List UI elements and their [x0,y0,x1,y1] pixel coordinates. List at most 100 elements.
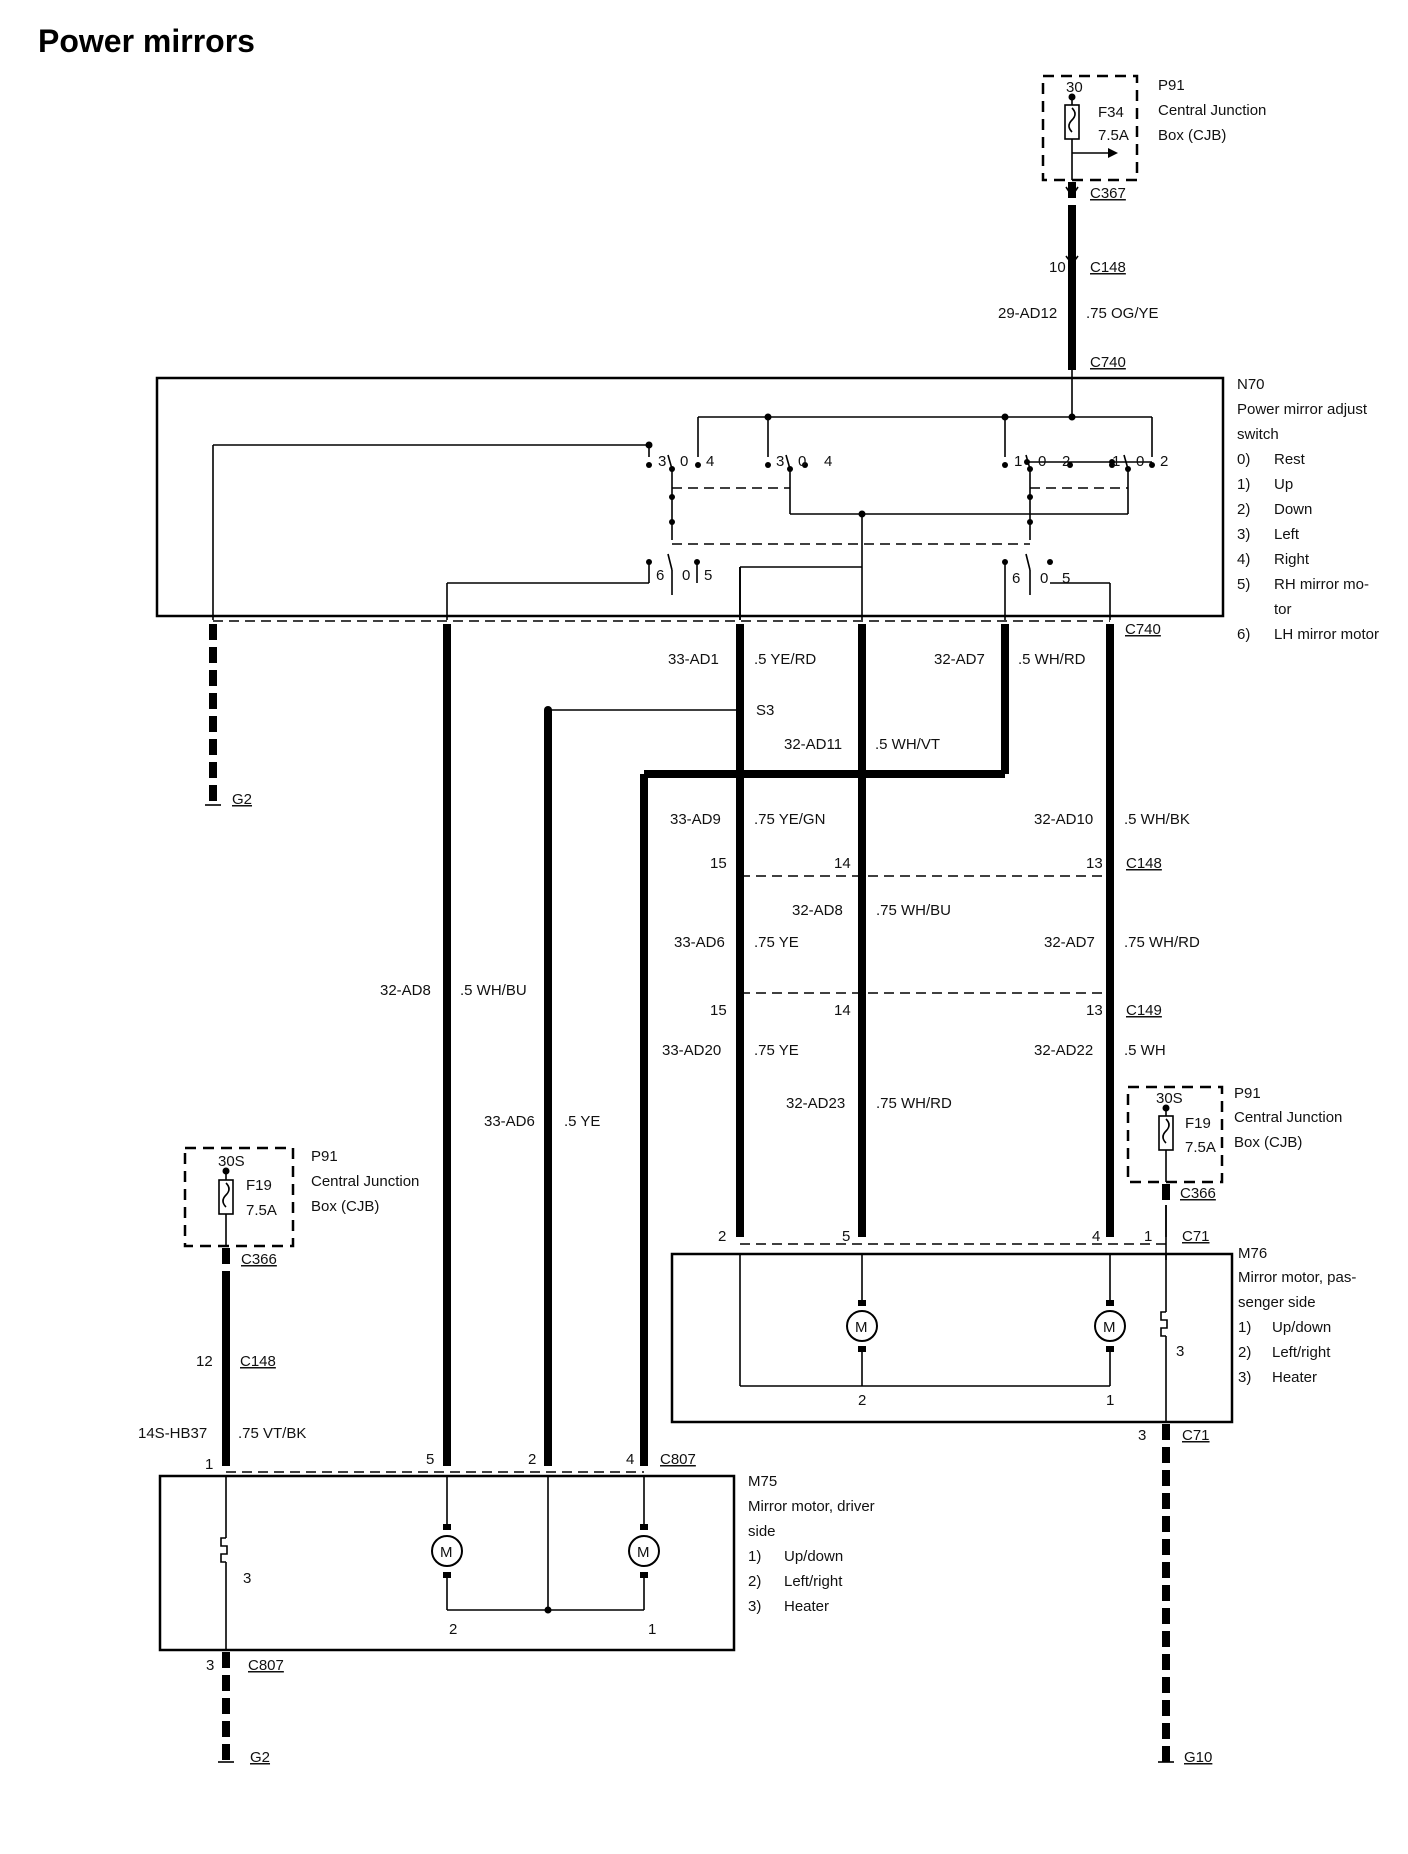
svg-text:3: 3 [658,453,666,470]
fuse-box-left: 30S F19 7.5A P91 Central Junction Box (C… [183,1146,419,1248]
svg-text:1: 1 [1014,453,1022,470]
w13-color: .5 YE [564,1113,600,1130]
w8-circuit: 32-AD7 [1044,934,1095,951]
svg-text:6: 6 [656,567,664,584]
svg-text:5: 5 [426,1451,434,1468]
svg-text:2): 2) [748,1573,761,1590]
w8-color: .75 WH/RD [1124,934,1200,951]
svg-text:Left: Left [1274,526,1300,543]
svg-text:13: 13 [1086,855,1103,872]
page-title: Power mirrors [38,23,255,59]
svg-text:2: 2 [1062,453,1070,470]
svg-text:3): 3) [1238,1369,1251,1386]
w12-circuit: 32-AD8 [380,982,431,999]
w5-color: .5 WH/BK [1124,811,1190,828]
driver-motor-m1: M [440,1544,453,1561]
c740-bottom-label: C740 [1125,621,1161,638]
svg-text:7.5A: 7.5A [1185,1139,1216,1156]
svg-text:Up/down: Up/down [1272,1319,1331,1336]
svg-text:1: 1 [1144,1228,1152,1245]
w9-circuit: 33-AD20 [662,1042,721,1059]
switch-legend: N70 Power mirror adjust switch 0)Rest 1)… [1237,376,1379,643]
svg-text:LH mirror motor: LH mirror motor [1274,626,1379,643]
passenger-motor-legend: M76 Mirror motor, pas- senger side 1)Up/… [1238,1245,1356,1386]
svg-text:Heater: Heater [784,1598,829,1615]
svg-text:Rest: Rest [1274,451,1306,468]
w13-circuit: 33-AD6 [484,1113,535,1130]
svg-text:3: 3 [1138,1427,1146,1444]
w6-color: .75 WH/BU [876,902,951,919]
c366-left-label: C366 [241,1251,277,1268]
svg-text:Central Junction: Central Junction [1234,1109,1342,1126]
w6-circuit: 32-AD8 [792,902,843,919]
w4-circuit: 33-AD9 [670,811,721,828]
passenger-motor-m1: M [855,1319,868,1336]
feed-c740: C740 [1090,354,1126,371]
svg-text:senger side: senger side [1238,1294,1316,1311]
fuse-box-top: 30 F34 7.5A P91 Central Junction Box (CJ… [1041,74,1266,182]
svg-text:3: 3 [206,1657,214,1674]
svg-text:7.5A: 7.5A [246,1202,277,1219]
c149-label: C149 [1126,1002,1162,1019]
svg-text:15: 15 [710,855,727,872]
svg-text:3): 3) [1237,526,1250,543]
w7-color: .75 YE [754,934,799,951]
svg-text:4: 4 [1092,1228,1100,1245]
svg-text:2): 2) [1237,501,1250,518]
fuse-box-right: 30S F19 7.5A P91 Central Junction Box (C… [1126,1085,1342,1184]
switch-contact-labels: 3 0 4 3 0 4 1 0 2 1 0 2 6 0 5 6 0 5 [656,453,1168,587]
w3-circuit: 32-AD11 [784,736,842,753]
svg-text:6: 6 [1012,570,1020,587]
w1-color: .5 YE/RD [754,651,816,668]
svg-text:0: 0 [798,453,806,470]
svg-text:6): 6) [1237,626,1250,643]
svg-text:14: 14 [834,855,851,872]
feed-pin: 10 [1049,259,1066,276]
fuse-top-ref: P91 [1158,77,1185,94]
svg-text:0: 0 [1038,453,1046,470]
c71-bottom-label: C71 [1182,1427,1210,1444]
driver-motor-legend: M75 Mirror motor, driver side 1)Up/down … [748,1473,875,1615]
switch-desc2: switch [1237,426,1279,443]
svg-text:5): 5) [1237,576,1250,593]
c367-label: C367 [1090,185,1126,202]
w3-color: .5 WH/VT [875,736,940,753]
svg-text:30S: 30S [1156,1090,1183,1107]
passenger-motor-box [670,1252,1234,1424]
fuse-top-desc1: Central Junction [1158,102,1266,119]
c71-top-label: C71 [1182,1228,1210,1245]
svg-text:Up/down: Up/down [784,1548,843,1565]
svg-text:Mirror motor, driver: Mirror motor, driver [748,1498,875,1515]
svg-text:F19: F19 [246,1177,272,1194]
svg-text:Heater: Heater [1272,1369,1317,1386]
svg-text:3): 3) [748,1598,761,1615]
svg-text:5: 5 [842,1228,850,1245]
w10-circuit: 32-AD22 [1034,1042,1093,1059]
w9-color: .75 YE [754,1042,799,1059]
w11-circuit: 32-AD23 [786,1095,845,1112]
svg-text:1): 1) [748,1548,761,1565]
fuse-top-name: F34 [1098,104,1124,121]
svg-text:Box (CJB): Box (CJB) [1234,1134,1302,1151]
w2-circuit: 32-AD7 [934,651,985,668]
driver-motor-m2: M [637,1544,650,1561]
svg-text:0): 0) [1237,451,1250,468]
splice-s3: S3 [756,702,774,719]
feed-circuit: 29-AD12 [998,305,1057,322]
svg-text:Mirror motor, pas-: Mirror motor, pas- [1238,1269,1356,1286]
w10-color: .5 WH [1124,1042,1166,1059]
svg-text:0: 0 [1040,570,1048,587]
driver-motor-box [158,1474,736,1652]
switch-box [155,370,1225,620]
svg-text:1): 1) [1238,1319,1251,1336]
c807-bottom-label: C807 [248,1657,284,1674]
w5-circuit: 32-AD10 [1034,811,1093,828]
w1-circuit: 33-AD1 [668,651,719,668]
w7-circuit: 33-AD6 [674,934,725,951]
svg-text:3: 3 [776,453,784,470]
svg-text:12: 12 [196,1353,213,1370]
svg-text:2: 2 [528,1451,536,1468]
svg-text:F19: F19 [1185,1115,1211,1132]
svg-text:Left/right: Left/right [1272,1344,1331,1361]
